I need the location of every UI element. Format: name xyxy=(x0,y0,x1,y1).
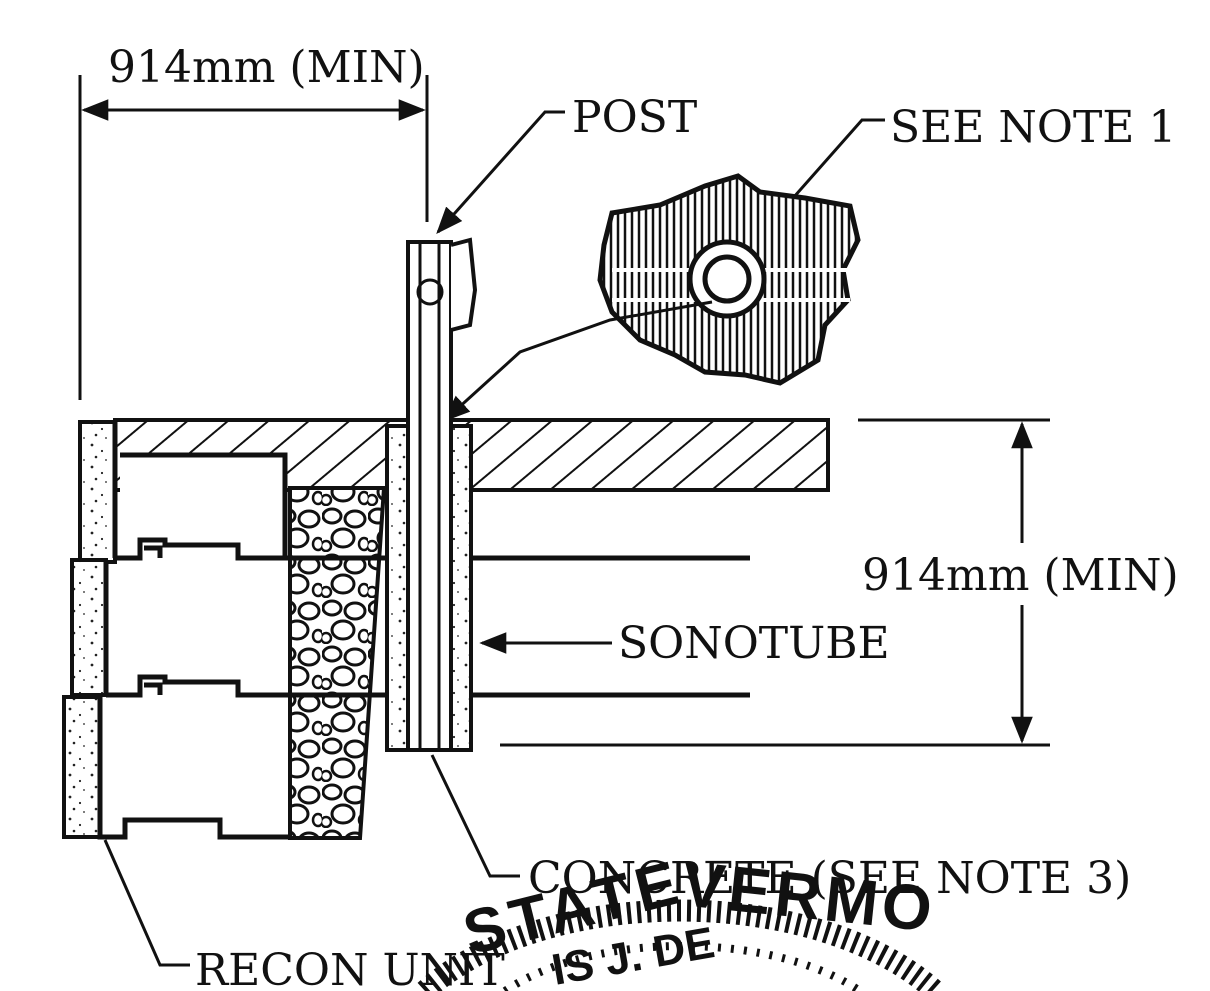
sonotube-callout: SONOTUBE xyxy=(479,618,890,669)
width-dimension-label: 914mm (MIN) xyxy=(108,42,425,93)
recon-unit-stack xyxy=(62,420,750,840)
engineer-seal: STATE VERMO IS J. DE xyxy=(417,847,943,991)
post-callout: POST xyxy=(436,92,697,235)
concrete-callout: CONCRETE (SEE NOTE 3) xyxy=(430,754,1131,904)
concrete-label: CONCRETE (SEE NOTE 3) xyxy=(528,853,1131,904)
width-dimension: 914mm (MIN) xyxy=(78,42,429,400)
see-note-1-label: SEE NOTE 1 xyxy=(890,102,1176,153)
note-1-callout: SEE NOTE 1 xyxy=(442,102,1176,422)
depth-dimension: 914mm (MIN) xyxy=(500,418,1179,747)
sonotube xyxy=(385,237,478,752)
recon-unit-callout: RECON UNIT xyxy=(103,839,505,991)
sonotube-label: SONOTUBE xyxy=(618,618,890,669)
recon-unit-label: RECON UNIT xyxy=(195,945,505,991)
depth-dimension-label: 914mm (MIN) xyxy=(862,550,1179,601)
post-label: POST xyxy=(572,92,697,143)
crushed-stone-backfill xyxy=(288,486,387,840)
